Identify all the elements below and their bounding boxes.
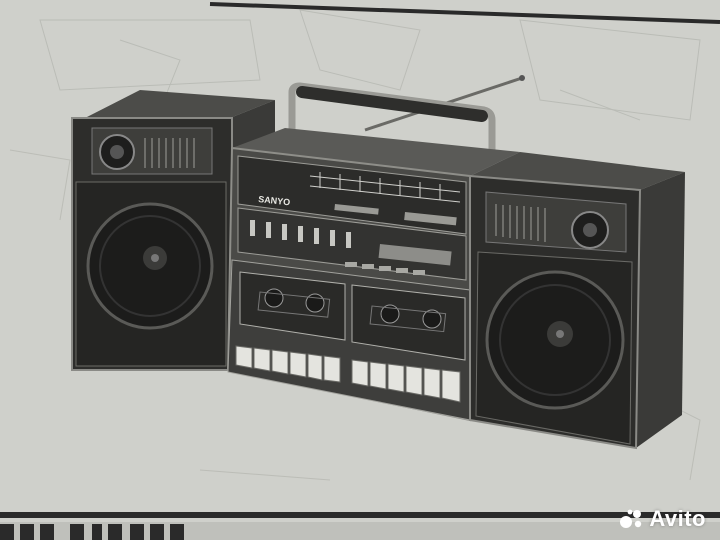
left-speaker [71,90,275,371]
cassette-deck-b [351,284,466,361]
tuner-dial-scale [309,172,461,203]
bottom-heading-fragment [0,524,184,540]
equalizer-sliders [250,220,351,248]
antenna-tip [519,75,525,81]
right-speaker [469,152,685,450]
right-vent-grille [495,204,546,242]
band-selector [404,211,457,226]
brand-logo: SANYO [258,194,291,207]
page-rule-top [209,2,720,24]
function-buttons [345,262,425,275]
watermark-text: Avito [649,506,706,531]
left-vent-grille [144,138,195,168]
cassette-deck-a [239,271,346,341]
center-unit: SANYO [226,128,520,422]
avito-watermark: Avito [619,506,706,532]
tuning-slider [334,203,379,215]
avito-logo-icon [620,509,642,528]
background-sketch-lines [9,9,701,481]
cassette-display-window [378,243,452,266]
carry-handle [288,82,496,160]
cassette-piano-keys [235,345,461,403]
page-rule-bottom [0,512,720,518]
